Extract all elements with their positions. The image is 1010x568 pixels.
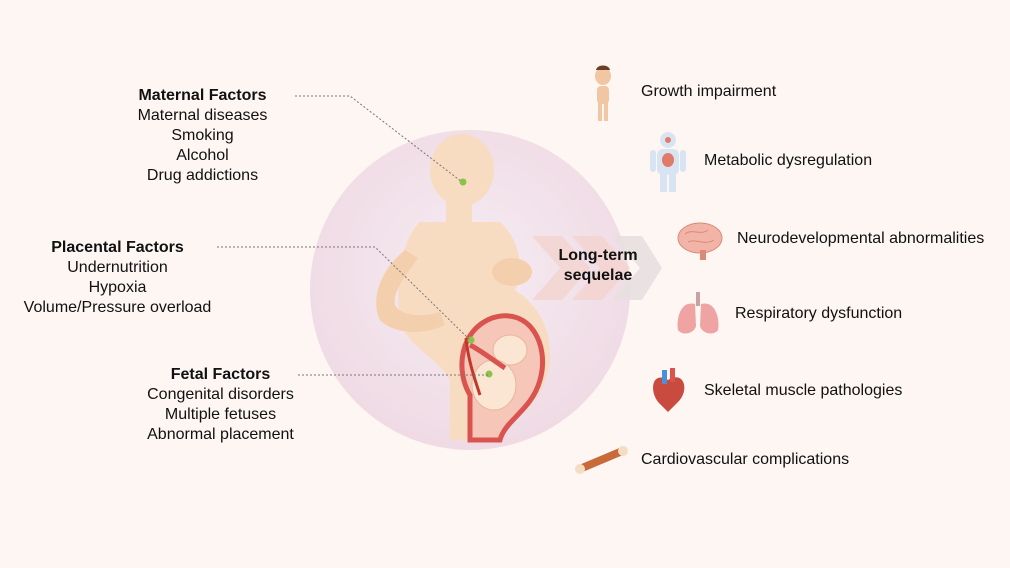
human-organs-icon bbox=[650, 132, 686, 192]
fetal-factor-item: Abnormal placement bbox=[147, 426, 294, 443]
chevron-arrow bbox=[532, 236, 662, 300]
maternal-factor-item: Alcohol bbox=[176, 147, 229, 164]
fetal-factors-title: Fetal Factors bbox=[170, 366, 271, 383]
maternal-factors-block: Maternal Factors Maternal diseases Smoki… bbox=[120, 86, 285, 186]
sequela-skeletal-muscle-pathologies: Skeletal muscle pathologies bbox=[704, 382, 903, 399]
placental-factor-item: Hypoxia bbox=[88, 279, 147, 296]
sequela-cardiovascular-complications: Cardiovascular complications bbox=[641, 451, 850, 468]
lungs-icon bbox=[677, 292, 719, 334]
maternal-leader-line bbox=[295, 95, 463, 183]
placental-factors-title: Placental Factors bbox=[51, 239, 184, 256]
pregnant-woman-illustration bbox=[376, 134, 551, 443]
placental-marker bbox=[467, 336, 475, 344]
long-term-sequelae-line1: Long-term bbox=[558, 247, 638, 264]
fetal-factors-block: Fetal Factors Congenital disorders Multi… bbox=[133, 365, 308, 445]
maternal-factors-title: Maternal Factors bbox=[138, 87, 267, 104]
long-term-sequelae-label: Long-term sequelae bbox=[548, 246, 648, 286]
maternal-factor-item: Drug addictions bbox=[146, 167, 259, 184]
placental-factor-item: Volume/Pressure overload bbox=[23, 299, 212, 316]
heart-icon bbox=[653, 368, 685, 412]
sequela-neurodevelopmental-abnormalities: Neurodevelopmental abnormalities bbox=[737, 230, 985, 247]
fetal-marker bbox=[485, 370, 493, 378]
sequela-growth-impairment: Growth impairment bbox=[641, 83, 777, 100]
long-term-sequelae-line2: sequelae bbox=[563, 267, 633, 284]
sequela-metabolic-dysregulation: Metabolic dysregulation bbox=[704, 152, 873, 169]
fetal-factor-item: Multiple fetuses bbox=[164, 406, 277, 423]
maternal-factor-item: Smoking bbox=[171, 127, 234, 144]
maternal-factor-item: Maternal diseases bbox=[137, 107, 268, 124]
placental-leader-line bbox=[217, 246, 471, 341]
placental-factors-block: Placental Factors Undernutrition Hypoxia… bbox=[10, 238, 225, 318]
fetal-factor-item: Congenital disorders bbox=[147, 386, 294, 403]
sequela-respiratory-dysfunction: Respiratory dysfunction bbox=[735, 305, 903, 322]
placental-factor-item: Undernutrition bbox=[67, 259, 168, 276]
bone-icon bbox=[575, 446, 628, 474]
child-body-icon bbox=[595, 65, 611, 121]
maternal-marker bbox=[459, 178, 467, 186]
brain-icon bbox=[677, 222, 723, 260]
